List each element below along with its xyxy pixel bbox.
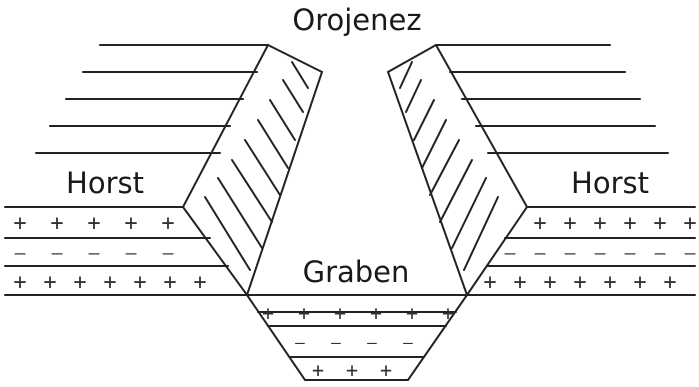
- cross-symbol: +: [73, 270, 86, 295]
- hatch-line: [283, 80, 303, 112]
- cross-symbol: +: [483, 270, 496, 295]
- dash-symbol: —: [163, 243, 174, 264]
- dash-symbol: —: [15, 243, 26, 264]
- left-block-hatching: [205, 62, 308, 270]
- dash-symbol: —: [655, 243, 666, 264]
- graben-label: Graben: [303, 255, 410, 289]
- cross-symbol: +: [50, 211, 63, 236]
- right-horst-label: Horst: [571, 166, 649, 200]
- cross-symbol: +: [87, 211, 100, 236]
- dash-symbol: —: [565, 243, 576, 264]
- dash-symbol: —: [367, 333, 377, 352]
- hatch-line: [400, 62, 412, 88]
- left-tilted-block: [183, 45, 322, 295]
- dash-symbol: —: [52, 243, 63, 264]
- cross-symbol: +: [633, 270, 646, 295]
- cross-symbol: +: [124, 211, 137, 236]
- cross-symbol: +: [161, 211, 174, 236]
- cross-symbol: +: [543, 270, 556, 295]
- cross-symbol: +: [312, 358, 324, 382]
- cross-symbol: +: [370, 301, 382, 325]
- dash-symbol: —: [535, 243, 546, 264]
- dash-symbol: —: [505, 243, 516, 264]
- hatch-line: [406, 80, 421, 112]
- cross-symbol: +: [43, 270, 56, 295]
- cross-symbol: +: [603, 270, 616, 295]
- cross-symbol: +: [193, 270, 206, 295]
- hatch-line: [422, 120, 446, 168]
- hatch-line: [440, 160, 472, 222]
- cross-symbol: +: [298, 301, 310, 325]
- hatch-line: [258, 120, 288, 168]
- cross-symbol: +: [513, 270, 526, 295]
- cross-symbol: +: [533, 211, 546, 236]
- cross-symbol: +: [262, 301, 274, 325]
- hatch-line: [292, 62, 308, 88]
- graben-inner-lines: [258, 312, 456, 357]
- dash-symbol: —: [295, 333, 305, 352]
- cross-symbol: +: [563, 211, 576, 236]
- hatch-line: [270, 100, 295, 140]
- hatch-line: [464, 197, 498, 270]
- dash-symbol: —: [126, 243, 137, 264]
- orogeny-label: Orojenez: [292, 3, 421, 37]
- cross-symbol: +: [683, 211, 696, 236]
- cross-symbol: +: [653, 211, 666, 236]
- hatch-line: [218, 178, 262, 248]
- right-block-hatching: [400, 62, 498, 270]
- dash-symbol: —: [331, 333, 341, 352]
- cross-symbol: +: [133, 270, 146, 295]
- hatch-line: [205, 197, 250, 270]
- hatch-line: [232, 160, 272, 222]
- dash-symbol: —: [89, 243, 100, 264]
- cross-symbol: +: [623, 211, 636, 236]
- cross-symbol: +: [380, 358, 392, 382]
- hatch-line: [414, 100, 434, 140]
- cross-symbol: +: [593, 211, 606, 236]
- cross-symbol: +: [406, 301, 418, 325]
- dash-symbol: —: [625, 243, 636, 264]
- dash-symbol: —: [403, 333, 413, 352]
- cross-symbol: +: [573, 270, 586, 295]
- cross-symbol: +: [163, 270, 176, 295]
- cross-symbol: +: [103, 270, 116, 295]
- cross-symbol: +: [13, 270, 26, 295]
- cross-symbol: +: [346, 358, 358, 382]
- dash-symbol: —: [685, 243, 696, 264]
- hatch-line: [430, 140, 459, 195]
- cross-symbol: +: [334, 301, 346, 325]
- cross-symbol: +: [13, 211, 26, 236]
- cross-symbol: +: [442, 301, 454, 325]
- left-horst-label: Horst: [66, 166, 144, 200]
- cross-symbol: +: [663, 270, 676, 295]
- dash-symbol: —: [595, 243, 606, 264]
